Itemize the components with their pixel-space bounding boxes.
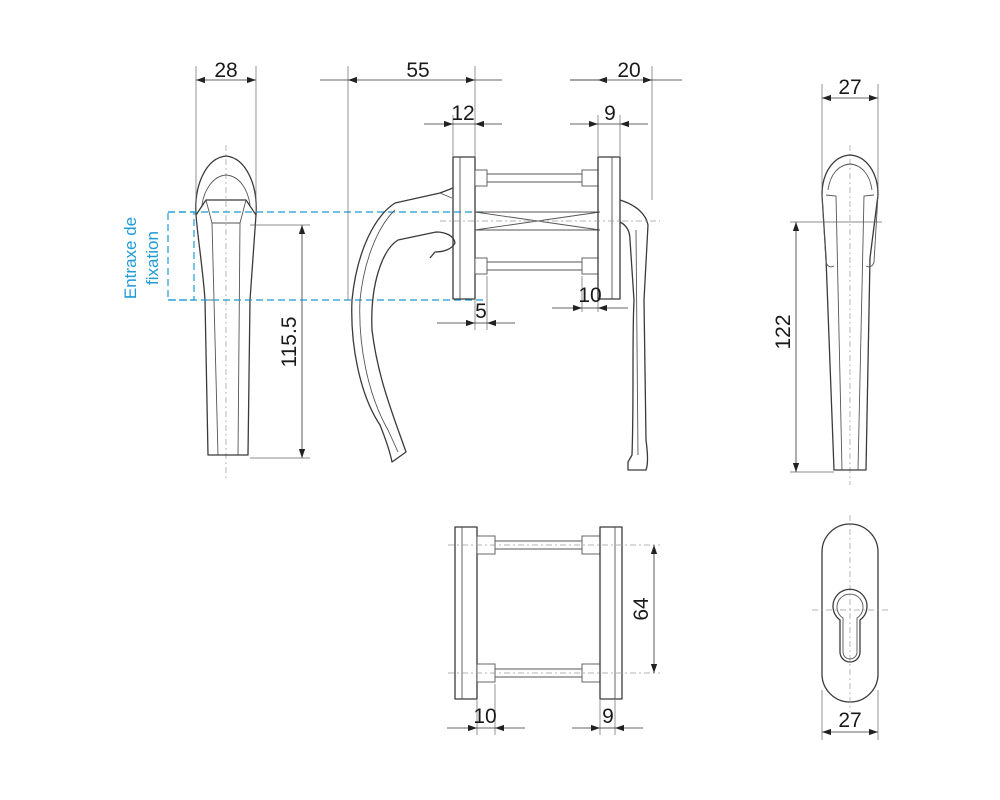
dim-outer-plate: 9 xyxy=(570,102,648,128)
dim-side-reach-label: 55 xyxy=(406,59,429,82)
dim-plan-right-label: 9 xyxy=(602,705,614,728)
dim-side-reach: 55 xyxy=(320,59,502,84)
side-view xyxy=(347,66,660,471)
dim-plan-spacing: 64 xyxy=(630,545,658,673)
dim-rose-thickness-label: 12 xyxy=(451,102,474,125)
plan-view xyxy=(448,526,660,735)
fixation-center-annotation: Entraxe de fixation xyxy=(121,211,485,301)
dim-rose-offset: 5 xyxy=(437,300,515,327)
dim-plan-left-label: 10 xyxy=(473,705,496,728)
dim-cover-width-label: 27 xyxy=(838,709,861,732)
dim-plan-left: 10 xyxy=(447,705,525,732)
right-view xyxy=(790,84,882,485)
dim-outer-plate-label: 9 xyxy=(604,102,616,125)
dim-front-height-label: 115.5 xyxy=(278,317,301,368)
dim-rose-offset-label: 5 xyxy=(475,300,487,323)
dim-outer-gap-label: 10 xyxy=(578,284,601,307)
dim-front-height: 115.5 xyxy=(278,225,306,458)
dim-right-height: 122 xyxy=(772,222,800,472)
cover-plate-view xyxy=(812,515,888,740)
dim-plan-right: 9 xyxy=(572,705,643,732)
fixation-label-line2: fixation xyxy=(143,231,162,285)
dim-front-width: 28 xyxy=(196,59,256,84)
dim-outer-depth: 20 xyxy=(570,59,682,84)
dim-right-height-label: 122 xyxy=(772,314,795,349)
dim-front-width-label: 28 xyxy=(214,59,237,82)
keyhole-icon xyxy=(832,588,868,663)
dim-outer-gap: 10 xyxy=(552,284,628,312)
dim-right-width: 27 xyxy=(822,76,878,102)
fixation-highlight-box xyxy=(167,211,195,301)
dim-plan-spacing-label: 64 xyxy=(630,597,653,621)
dim-outer-depth-label: 20 xyxy=(617,59,640,82)
dim-right-width-label: 27 xyxy=(838,76,861,99)
front-view xyxy=(195,66,310,478)
fixation-label-line1: Entraxe de xyxy=(121,217,140,299)
dim-rose-thickness: 12 xyxy=(424,102,502,128)
dim-cover-width: 27 xyxy=(822,709,878,736)
